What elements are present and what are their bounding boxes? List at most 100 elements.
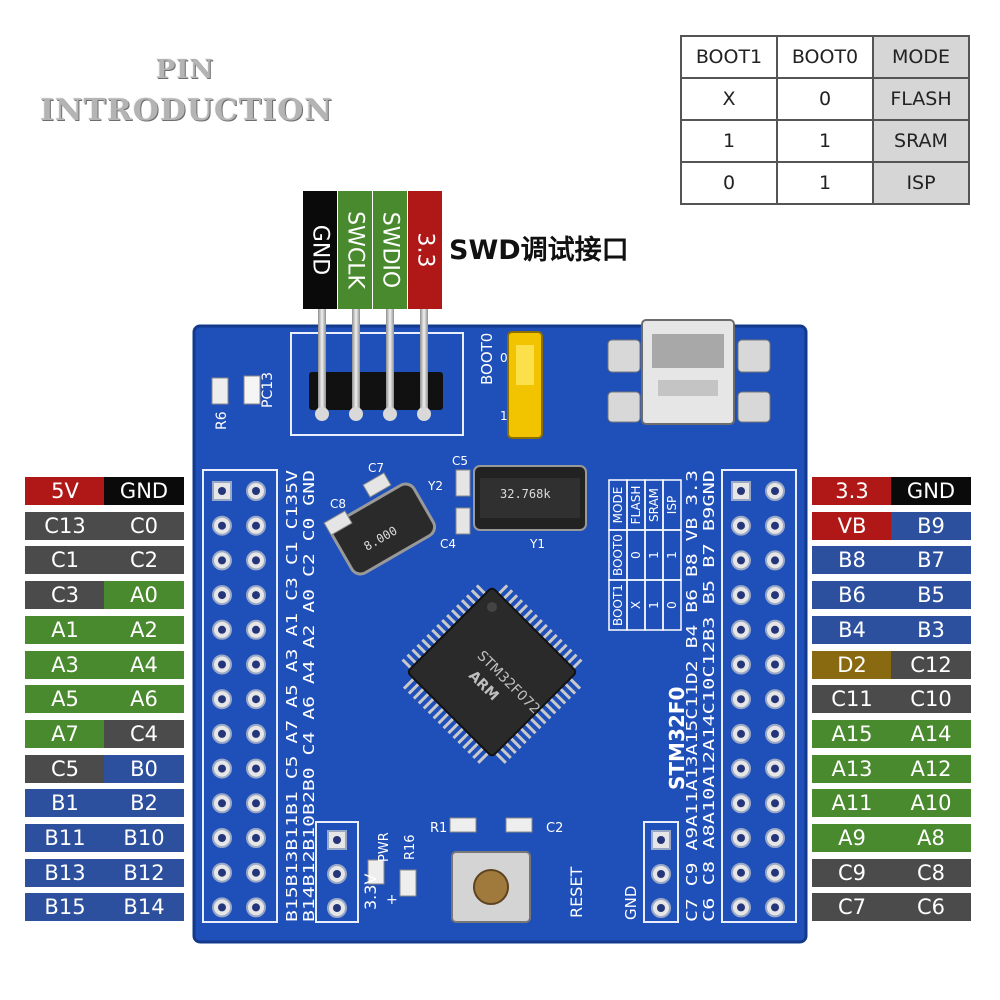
mcu-pin xyxy=(407,682,420,695)
left-pin-label: A2 xyxy=(104,615,184,644)
left-pin-label: GND xyxy=(104,477,184,505)
c5-silk: C5 xyxy=(452,454,468,468)
board-table-text: X xyxy=(629,601,643,609)
title-line-1: PIN xyxy=(155,55,215,85)
header-hole-center xyxy=(252,625,260,634)
mcu-pin xyxy=(442,717,455,730)
header-hole-center xyxy=(218,729,226,738)
swd-pin xyxy=(386,290,394,412)
resistor-r16 xyxy=(399,869,417,897)
mcu-pin xyxy=(417,692,430,705)
header-hole-center xyxy=(252,695,260,704)
left-pin-label: A5 xyxy=(25,685,105,714)
board-table-text: 1 xyxy=(647,551,661,559)
board-table-text: 1 xyxy=(647,601,661,609)
right-pin-label: A13 xyxy=(812,754,892,783)
header-hole-center xyxy=(737,729,745,738)
board-table-text: 1 xyxy=(665,551,679,559)
header-hole-center xyxy=(252,799,260,808)
header-hole-center xyxy=(333,904,341,912)
left-pin-label: A3 xyxy=(25,650,105,679)
mcu-pin xyxy=(427,702,440,715)
right-pin-label: B8 xyxy=(812,546,892,575)
header-holes xyxy=(212,481,785,918)
header-hole-center xyxy=(771,556,779,565)
swd-pin-pad xyxy=(417,407,431,421)
board-chip-name: STM32F0 xyxy=(665,687,689,790)
board-table-cell xyxy=(662,479,682,531)
mcu-pin xyxy=(402,677,415,690)
left-pin-label: C13 xyxy=(25,511,105,540)
board-table-text: SRAM xyxy=(647,488,661,522)
mcu-pin xyxy=(477,751,490,764)
swd-tag-text: 3.3 xyxy=(412,232,438,268)
right-pin-label: D2 xyxy=(812,650,892,679)
boot-table-cell: 0 xyxy=(776,77,874,121)
crystal-y1 xyxy=(473,465,587,531)
header-hole-center xyxy=(218,625,226,634)
header-hole-center xyxy=(771,868,779,877)
pwr-silk: PWR xyxy=(377,832,392,862)
header-hole-center xyxy=(737,625,745,634)
left-pin-label: C0 xyxy=(104,511,184,540)
title-line-2: INTRODUCTION xyxy=(40,93,333,128)
right-pin-label: C8 xyxy=(891,858,971,887)
mcu-pin xyxy=(472,746,485,759)
c7-silk: C7 xyxy=(368,461,384,475)
gnd-silk: GND xyxy=(622,886,640,920)
header-hole-center xyxy=(737,521,745,530)
mcu-chip xyxy=(401,584,583,764)
resistor-r6 xyxy=(211,377,229,405)
right-silk-row-2: C6 C8 A8A10A12A14C10C12B3 B5 B7 B9GND xyxy=(700,470,718,922)
r1-silk: R1 xyxy=(430,821,447,836)
right-pin-label: C12 xyxy=(891,650,971,679)
mcu-pin xyxy=(519,727,532,740)
swd-tag-text: SWDIO xyxy=(377,211,403,289)
capacitor-c2 xyxy=(505,817,533,833)
swd-pin-pad xyxy=(315,407,329,421)
left-pin-label: A6 xyxy=(104,685,184,714)
header-hole-center xyxy=(737,868,745,877)
header-hole-center xyxy=(737,695,745,704)
header-hole-center xyxy=(771,660,779,669)
header-hole-center xyxy=(657,904,665,912)
right-pin-label: 3.3 xyxy=(812,477,892,505)
left-pin-label: A7 xyxy=(25,719,105,748)
left-pin-label: B10 xyxy=(104,824,184,852)
board-table-text: 0 xyxy=(629,551,643,559)
header-hole-center xyxy=(252,591,260,600)
left-pin-label: C5 xyxy=(25,754,105,783)
swd-tag-swclk: SWCLK xyxy=(338,191,372,309)
header-hole-center xyxy=(218,868,226,877)
header-hole-center xyxy=(252,521,260,530)
crystal-y1-marking: 32.768k xyxy=(500,487,551,501)
header-hole-center xyxy=(771,834,779,842)
header-hole-center xyxy=(218,660,226,669)
right-pin-label: B6 xyxy=(812,581,892,610)
header-hole-center xyxy=(218,834,226,842)
swd-pin-pad xyxy=(349,407,363,421)
header-hole-center xyxy=(771,591,779,600)
right-pin-label: B7 xyxy=(891,546,971,575)
header-hole-center xyxy=(771,521,779,530)
left-pin-label: B15 xyxy=(25,893,105,922)
swd-tag-swdio: SWDIO xyxy=(373,191,407,309)
mcu-pin xyxy=(422,697,435,710)
header-hole-center xyxy=(737,487,745,495)
crystal-y2 xyxy=(329,482,437,576)
boot0-jumper[interactable] xyxy=(507,331,543,439)
right-pin-label: VB xyxy=(812,511,892,540)
header-hole-center xyxy=(218,903,226,912)
left-pin-label: 5V xyxy=(25,477,105,505)
swd-header-body xyxy=(309,372,443,410)
plus-silk: + xyxy=(386,892,398,908)
board-table-text: MODE xyxy=(611,487,625,524)
mcu-pin xyxy=(494,751,507,764)
resistor-r1 xyxy=(449,817,477,833)
boot-table-cell: 0 xyxy=(680,161,778,205)
capacitor-c8 xyxy=(323,510,353,536)
swd-pin xyxy=(352,290,360,412)
mcu-pin xyxy=(437,712,450,725)
reset-button[interactable] xyxy=(451,851,531,923)
header-hole-center xyxy=(252,556,260,565)
